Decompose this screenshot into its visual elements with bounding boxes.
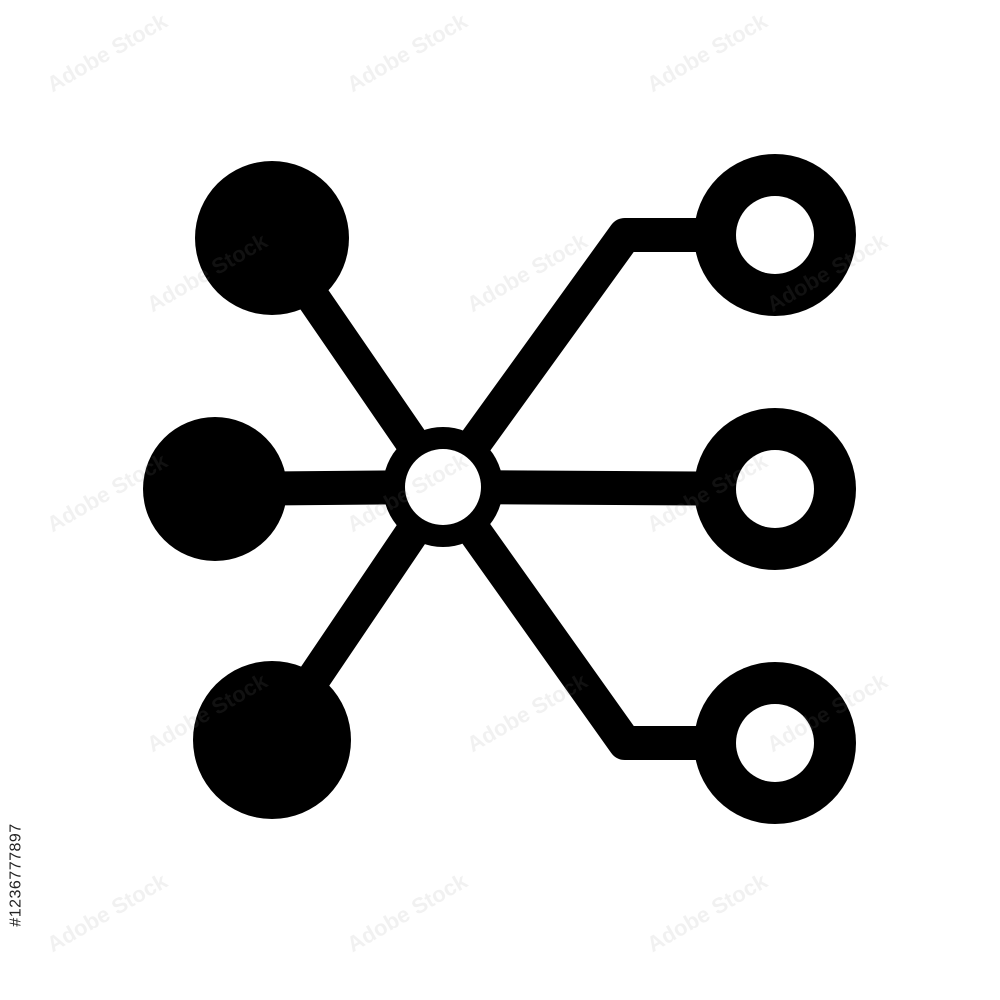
node-bottom-right-hole — [736, 704, 814, 782]
node-top-left — [195, 161, 349, 315]
node-bottom-left — [193, 661, 351, 819]
stock-id-container: #1236777897 — [2, 760, 32, 990]
node-middle-right-hole — [736, 450, 814, 528]
node-center-hub-hole — [405, 449, 481, 525]
stock-id-label: #1236777897 — [8, 823, 26, 927]
node-middle-left — [143, 417, 287, 561]
node-top-right-hole — [736, 196, 814, 274]
